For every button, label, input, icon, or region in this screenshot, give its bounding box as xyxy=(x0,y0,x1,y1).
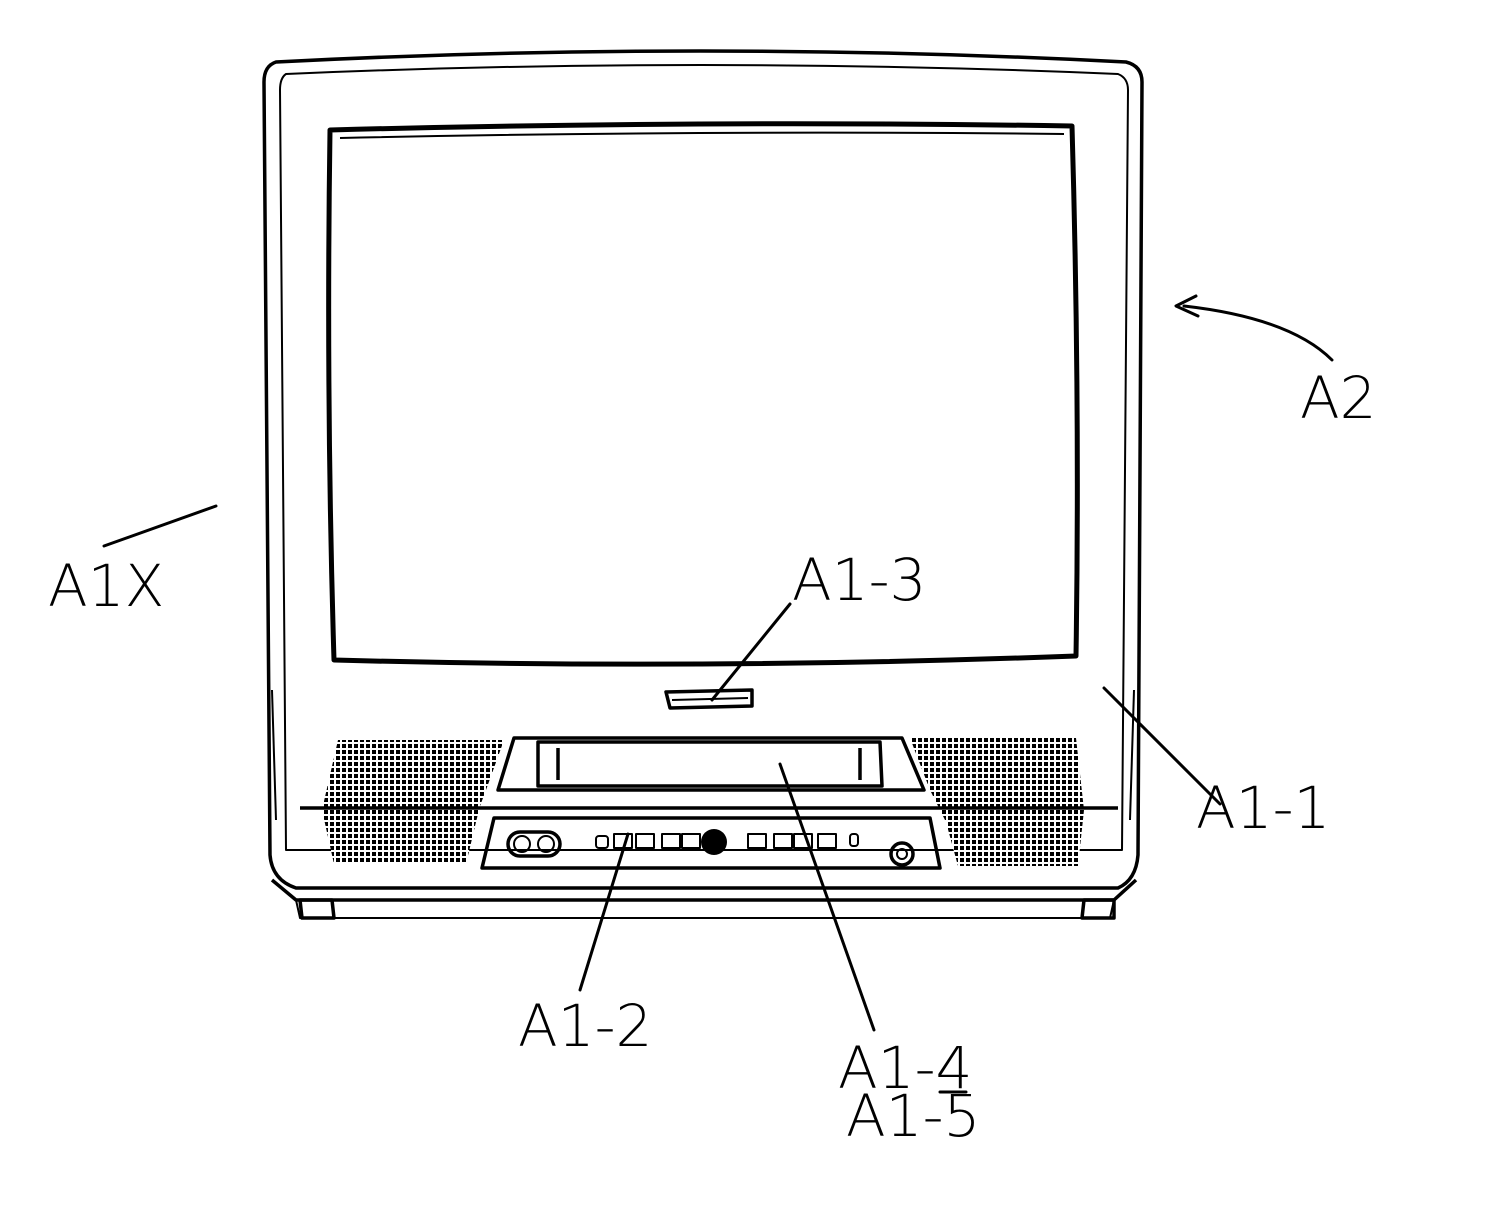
tv-screen xyxy=(326,121,1080,667)
a2-arrow-line xyxy=(1182,304,1334,362)
a1-3-leader xyxy=(710,602,792,702)
a1x-leader xyxy=(102,504,218,548)
label-a2: A2 xyxy=(1300,364,1377,432)
headphone-jack xyxy=(889,841,915,867)
front-panel xyxy=(300,688,1118,870)
a2-arrowhead xyxy=(1174,294,1200,318)
a1-2-leader xyxy=(578,832,630,992)
vcr-tape-slot-frame xyxy=(496,736,926,792)
a1-4-leader xyxy=(778,762,876,1032)
right-speaker-grille xyxy=(910,738,1084,866)
label-a1-3: A1-3 xyxy=(792,546,926,614)
label-a1-4: A1-4 xyxy=(838,1034,972,1102)
left-speaker-grille xyxy=(322,740,504,864)
indicator-window xyxy=(664,688,754,710)
leader-lines xyxy=(102,294,1334,1094)
label-a1x: A1X xyxy=(48,552,164,620)
vcr-tape-slot xyxy=(536,740,884,788)
tv-cabinet xyxy=(262,49,1144,920)
label-a1-2: A1-2 xyxy=(518,992,652,1060)
label-a1-1: A1-1 xyxy=(1196,774,1330,842)
label-a1-5: A1-5 xyxy=(846,1082,980,1150)
a1-1-leader xyxy=(1102,686,1222,806)
input-jacks xyxy=(506,830,562,858)
right-foot xyxy=(1080,898,1116,920)
reference-labels: A2 A1X A1-3 A1-1 A1-2 A1-4 A1-5 xyxy=(48,364,1377,1150)
left-foot xyxy=(298,898,336,920)
power-button xyxy=(701,829,727,855)
control-panel xyxy=(480,816,942,870)
